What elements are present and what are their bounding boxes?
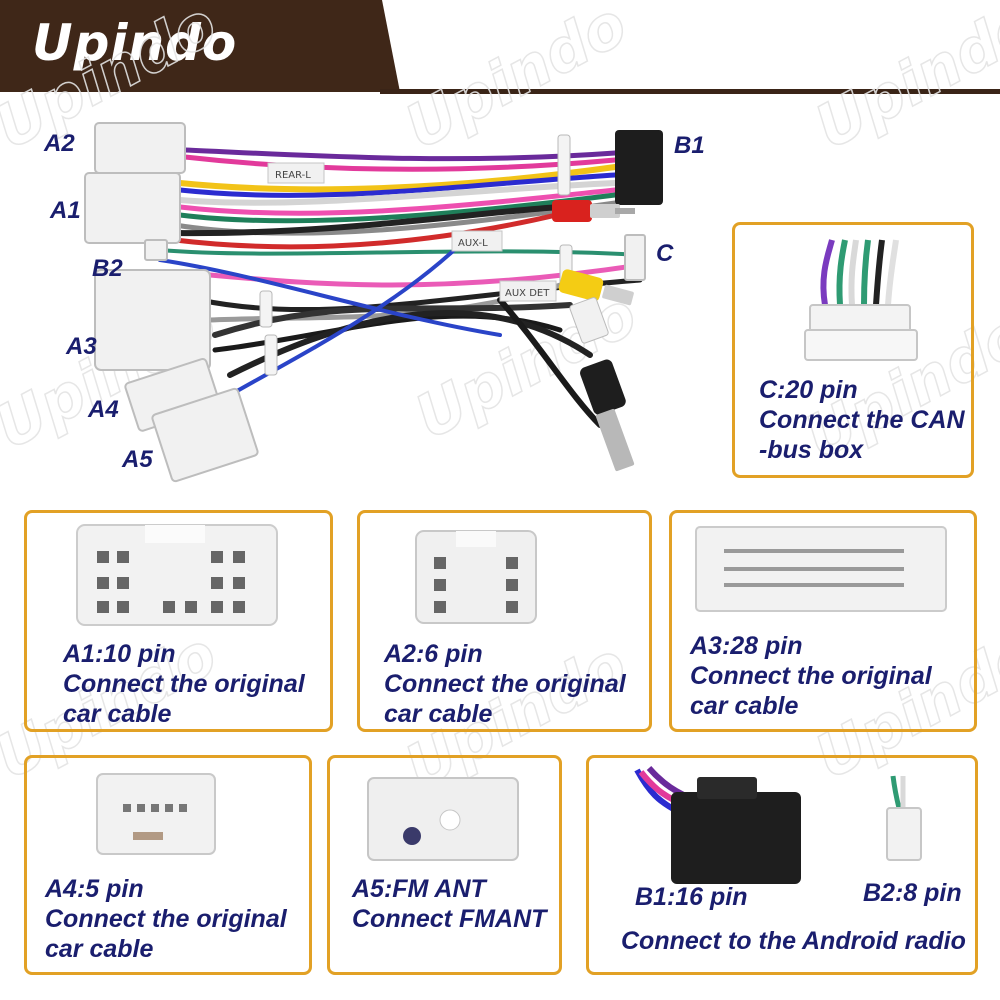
connector-a1-title: A1:10 pin (63, 640, 176, 668)
connector-b-desc: Connect to the Android radio (621, 927, 966, 955)
label-b2: B2 (92, 255, 123, 282)
label-a1: A1 (50, 197, 81, 224)
brand-logo: Upindo (32, 14, 238, 72)
connector-c-image (804, 239, 918, 361)
connector-a4-title: A4:5 pin (45, 875, 144, 903)
connector-a1-desc-1: Connect the original (63, 670, 305, 698)
connector-a1-desc-2: car cable (63, 700, 172, 728)
connector-a4-image (96, 773, 216, 855)
connector-c-desc-2: -bus box (759, 436, 864, 464)
connector-b2-image (886, 775, 922, 861)
connector-a3-image (695, 526, 947, 612)
connector-a3-box: A3:28 pin Connect the original car cable (669, 510, 977, 732)
wire-tag: REAR-L (275, 170, 311, 181)
connector-b1-title: B1:16 pin (635, 883, 748, 911)
connector-a4-box: A4:5 pin Connect the original car cable (24, 755, 312, 975)
connector-a1-box: A1:10 pin Connect the original car cable (24, 510, 333, 732)
wiring-harness-illustration: REAR-L AUX-L AUX DET (84, 122, 663, 483)
connector-c-title: C:20 pin (759, 376, 858, 404)
wire-tag: AUX DET (505, 288, 550, 299)
brand-banner: Upindo (0, 0, 400, 92)
header-rule (380, 89, 1000, 94)
label-c: C (656, 240, 674, 267)
connector-a2-title: A2:6 pin (384, 640, 483, 668)
connector-b2-title: B2:8 pin (863, 879, 962, 907)
label-a4: A4 (88, 396, 119, 423)
connector-c-desc-1: Connect the CAN (759, 406, 965, 434)
connector-a2-desc-1: Connect the original (384, 670, 626, 698)
connector-b-box: B1:16 pin B2:8 pin Connect to the Androi… (586, 755, 978, 975)
label-a5: A5 (122, 446, 153, 473)
connector-a3-desc-2: car cable (690, 692, 799, 720)
connector-a3-title: A3:28 pin (690, 632, 803, 660)
connector-c-box: C:20 pin Connect the CAN -bus box (732, 222, 974, 478)
connector-a3-desc-1: Connect the original (690, 662, 932, 690)
connector-a4-desc-2: car cable (45, 935, 154, 963)
connector-a2-image (415, 530, 537, 624)
label-a3: A3 (66, 333, 97, 360)
banner-shape (0, 0, 400, 92)
wire-tag: AUX-L (458, 238, 488, 249)
connector-a5-desc-1: Connect FMANT (352, 905, 547, 933)
connector-a2-desc-2: car cable (384, 700, 493, 728)
connector-a5-image (367, 777, 519, 861)
connector-b1-image (634, 766, 801, 884)
watermark: Upindo (804, 0, 1000, 163)
connector-a2-box: A2:6 pin Connect the original car cable (357, 510, 652, 732)
connector-a1-image (76, 524, 278, 626)
connector-a4-desc-1: Connect the original (45, 905, 287, 933)
label-b1: B1 (674, 132, 705, 159)
label-a2: A2 (44, 130, 75, 157)
connector-a5-title: A5:FM ANT (352, 875, 486, 903)
connector-a5-box: A5:FM ANT Connect FMANT (327, 755, 562, 975)
